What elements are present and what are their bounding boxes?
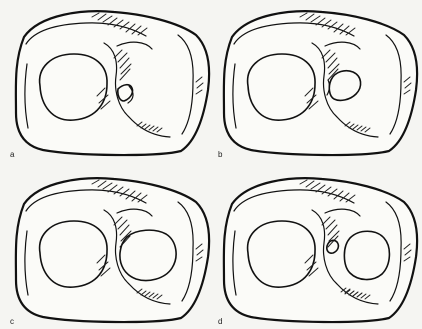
panel-d: d: [214, 171, 414, 327]
panel-c-label: c: [10, 318, 14, 326]
panel-b: b: [214, 4, 414, 160]
panel-a-label: a: [10, 151, 14, 159]
diagram-a: [6, 4, 206, 160]
panel-b-label: b: [218, 151, 222, 159]
panel-c: c: [6, 171, 206, 327]
diagram-c: [6, 171, 206, 327]
panel-d-label: d: [218, 318, 222, 326]
diagram-d: [214, 171, 414, 327]
panel-a: a: [6, 4, 206, 160]
diagram-b: [214, 4, 414, 160]
